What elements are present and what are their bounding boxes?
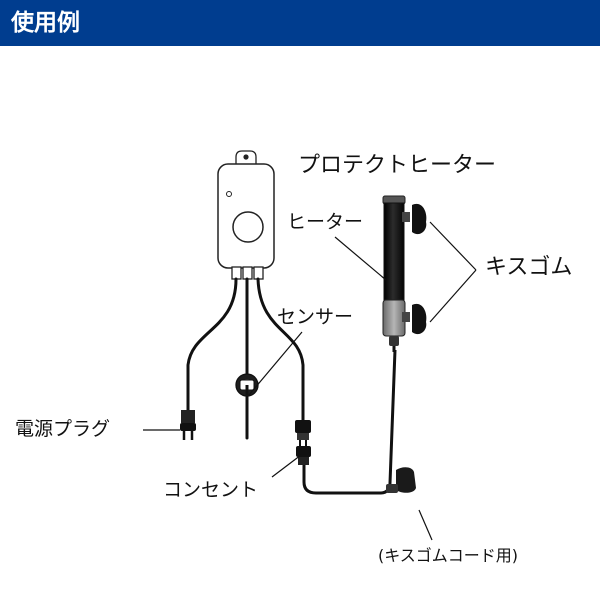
sensor-clip — [235, 373, 259, 397]
label-heater: ヒーター — [287, 211, 364, 233]
power-plug-cord — [186, 277, 238, 412]
outlet-cord — [256, 277, 305, 422]
cable-bushing-left — [231, 266, 242, 280]
label-outlet: コンセント — [163, 479, 259, 501]
heater-body — [383, 202, 405, 301]
controller-unit — [217, 150, 275, 280]
label-power-plug: 電源プラグ — [15, 418, 111, 440]
power-plug — [180, 410, 196, 440]
label-kiss-gomu: キスゴム — [485, 255, 573, 280]
label-protect-heater: プロテクトヒーター — [298, 153, 497, 178]
heater-cord — [302, 349, 397, 495]
cable-bushing-middle — [242, 266, 253, 280]
heater-suction-cup-bottom — [412, 303, 427, 335]
leader-heater — [334, 236, 387, 281]
label-cord-kiss-gomu: (キスゴムコード用) — [378, 546, 519, 565]
heater-suction-cup-top — [412, 203, 427, 235]
indicator-lamp — [226, 191, 232, 197]
protect-heater — [382, 195, 410, 352]
outlet-socket — [295, 420, 311, 465]
leader-cord-kiss-gomu — [418, 509, 433, 541]
heater-guard-bottom — [382, 299, 406, 337]
cable-bushing-right — [253, 266, 264, 280]
leader-sensor — [248, 331, 303, 396]
page-title: 使用例 — [11, 10, 80, 36]
header-bar: 使用例 — [0, 0, 600, 46]
leader-outlet — [271, 454, 302, 478]
controller-cords — [186, 277, 305, 440]
label-sensor: センサー — [277, 306, 354, 328]
control-dial — [232, 211, 264, 243]
leader-lines — [143, 221, 477, 541]
cord-suction-cup — [386, 467, 416, 493]
leader-kiss-gomu-top — [429, 221, 477, 271]
leader-kiss-gomu-bottom — [429, 269, 477, 323]
